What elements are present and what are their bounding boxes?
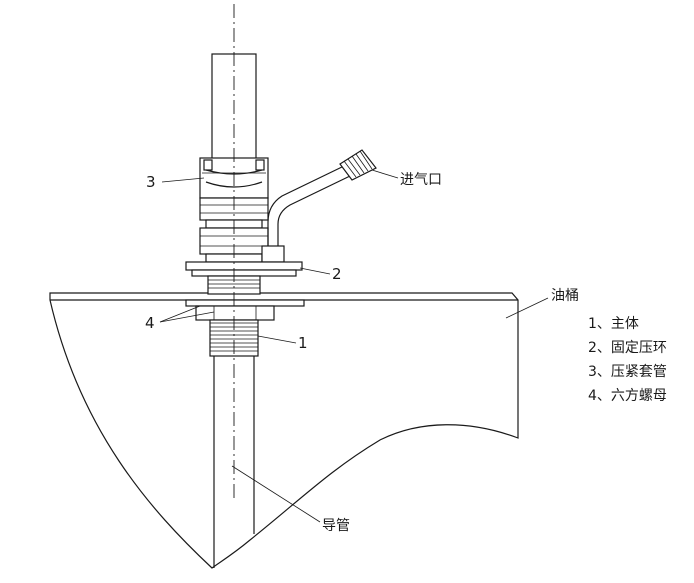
callout-oil-drum: 油桶 <box>551 288 579 304</box>
hex-nut <box>185 299 305 321</box>
legend-item-2: 2、固定压环 <box>588 340 667 356</box>
guide-tube <box>213 356 255 568</box>
callout-1: 1 <box>298 334 308 352</box>
air-inlet-tube <box>261 165 351 263</box>
callout-3: 3 <box>146 173 156 191</box>
callout-4: 4 <box>145 314 155 332</box>
callout-2: 2 <box>332 265 342 283</box>
air-inlet-threaded-end <box>339 149 377 181</box>
legend-item-1: 1、主体 <box>588 316 639 332</box>
legend-item-3: 3、压紧套管 <box>588 364 667 380</box>
fixing-ring <box>185 261 303 277</box>
parts-legend: 1、主体 2、固定压环 3、压紧套管 4、六方螺母 <box>588 316 667 404</box>
callout-guide-tube: 导管 <box>322 518 350 534</box>
callout-air-inlet: 进气口 <box>400 172 442 188</box>
oil-drum <box>49 292 519 569</box>
leader-lines <box>159 169 549 523</box>
legend-item-4: 4、六方螺母 <box>588 388 667 404</box>
